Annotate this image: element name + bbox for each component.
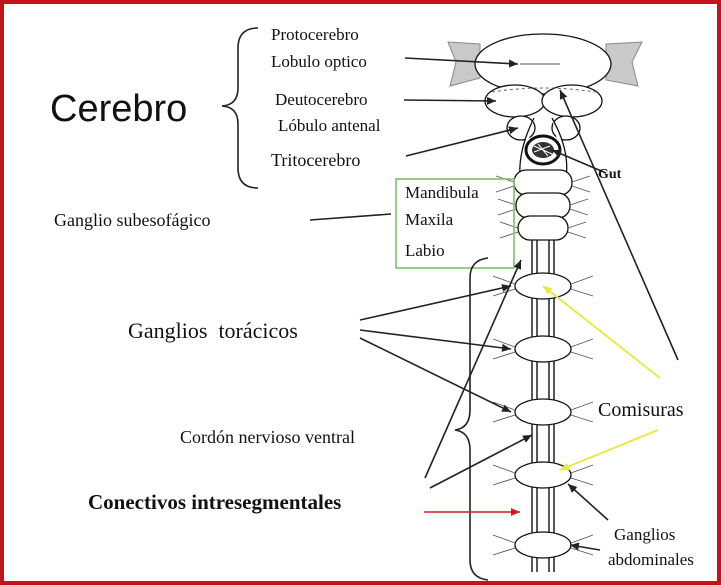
- label-comisuras: Comisuras: [598, 399, 684, 421]
- label-lobulo-antenal: Lóbulo antenal: [278, 116, 381, 135]
- segmental-ganglia: [515, 273, 571, 558]
- label-cerebro: Cerebro: [50, 88, 187, 130]
- label-deutocerebro: Deutocerebro: [275, 90, 368, 109]
- label-tritocerebro: Tritocerebro: [271, 150, 360, 170]
- cerebro-bracket: [222, 28, 258, 188]
- subesophageal-ganglion-shape: [514, 170, 572, 240]
- label-ganglio-subesofagico: Ganglio subesofágico: [54, 210, 210, 230]
- label-mandibula: Mandibula: [405, 183, 479, 202]
- label-lobulo-optico: Lobulo optico: [271, 52, 367, 71]
- comisura-arrows: [543, 286, 660, 470]
- label-ganglios: Ganglios: [614, 525, 675, 544]
- label-ganglios-toracicos: Ganglios torácicos: [128, 318, 298, 343]
- cordon-bracket: [455, 258, 488, 580]
- label-maxila: Maxila: [405, 210, 454, 229]
- label-conectivos-intresegmentales: Conectivos intresegmentales: [88, 490, 341, 514]
- label-protocerebro: Protocerebro: [271, 25, 359, 44]
- label-gut: Gut: [598, 167, 622, 182]
- gut-cross-section: [526, 136, 560, 164]
- label-labio: Labio: [405, 241, 445, 260]
- label-abdominales: abdominales: [608, 550, 694, 569]
- label-cordon-nervioso-ventral: Cordón nervioso ventral: [180, 427, 355, 447]
